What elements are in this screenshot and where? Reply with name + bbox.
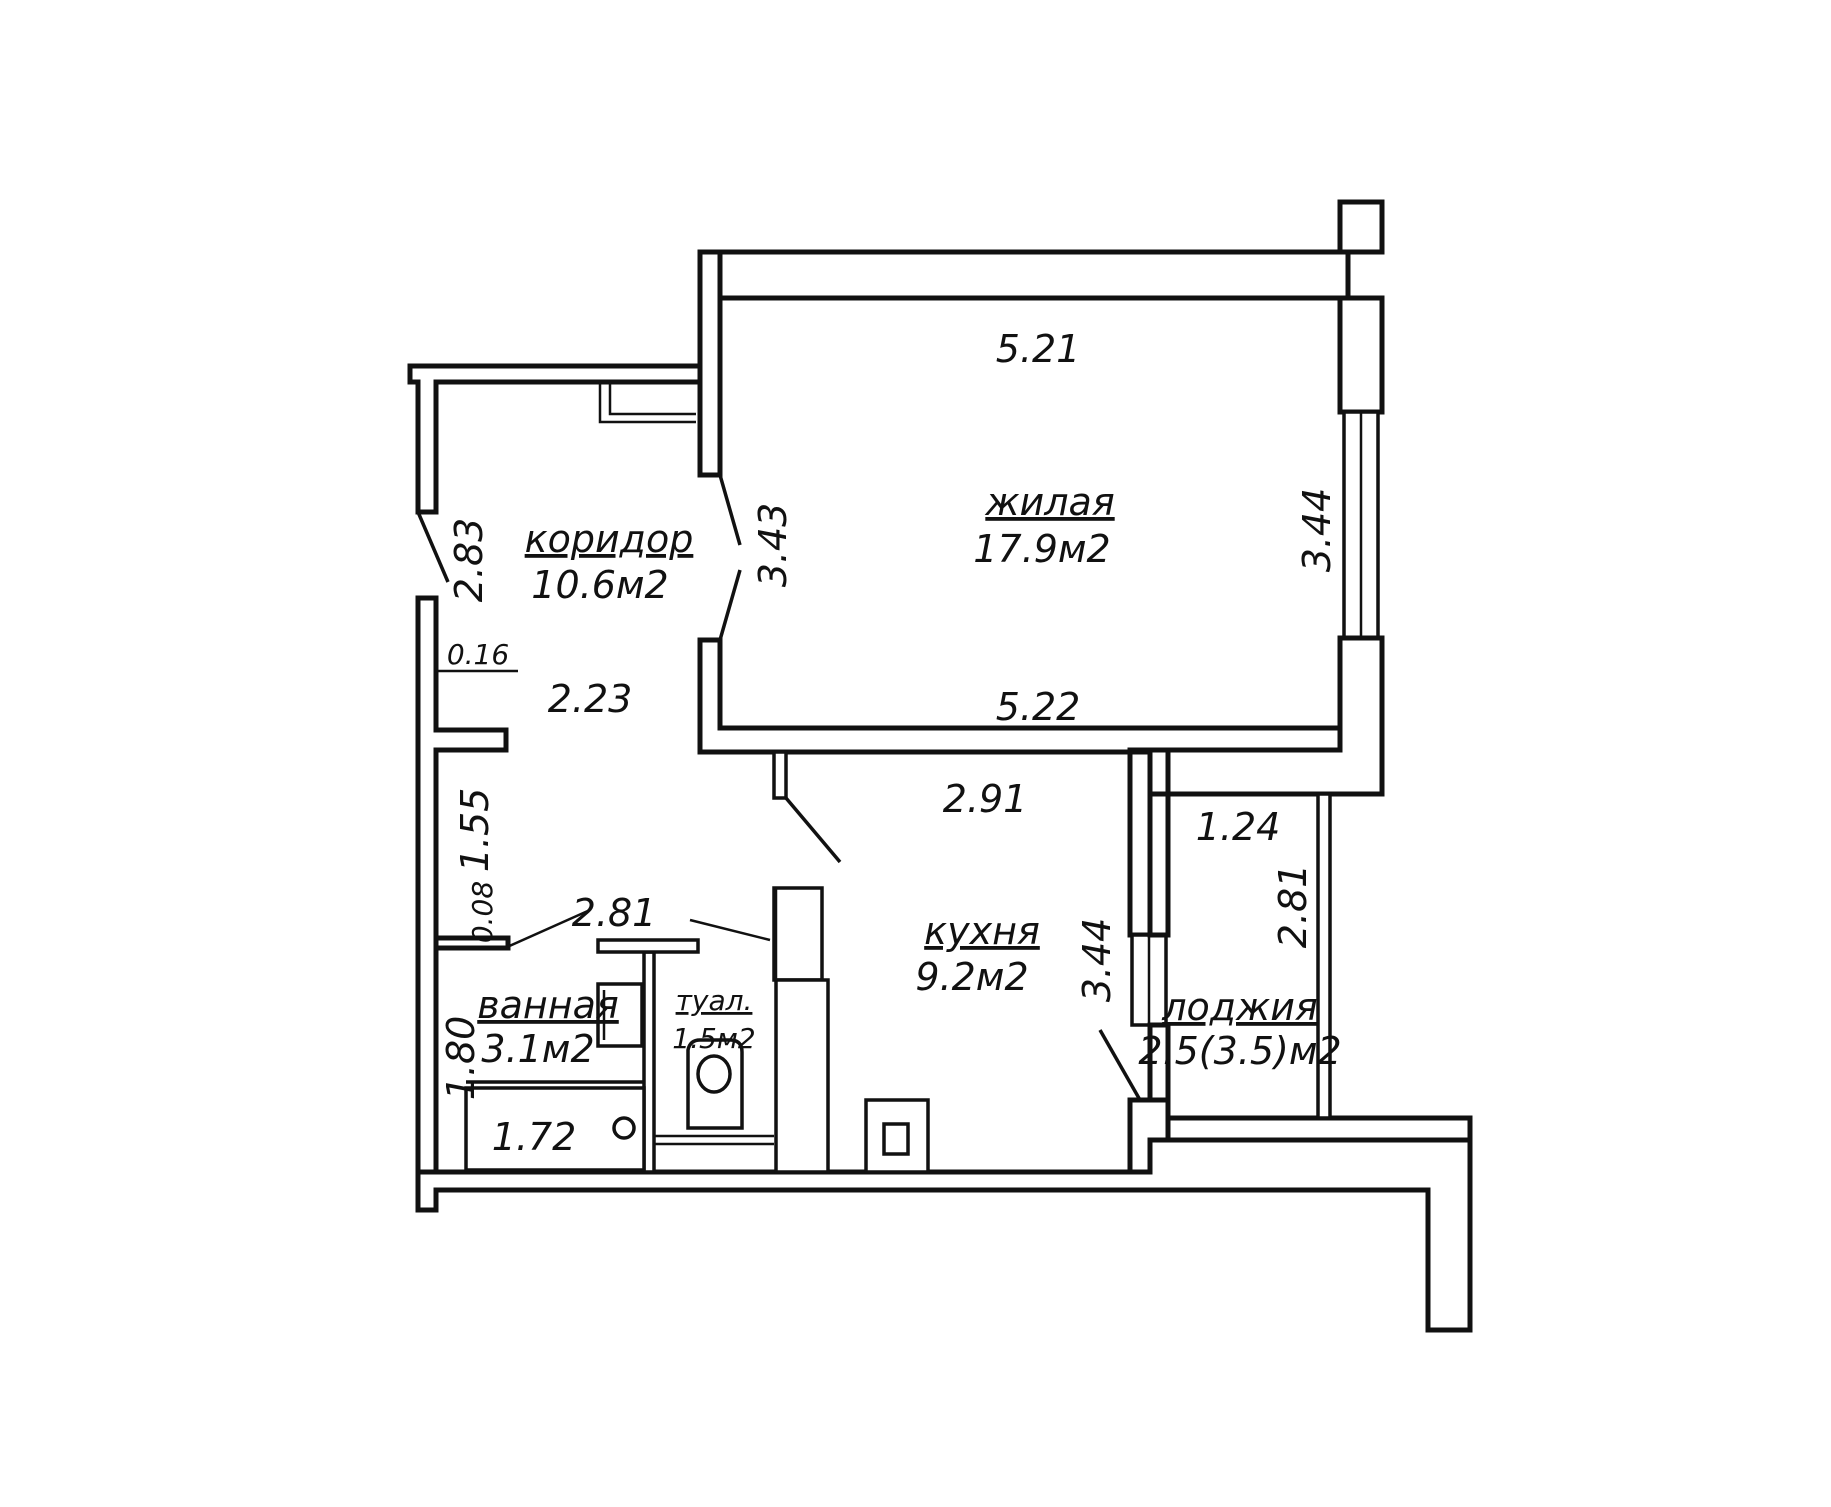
dim-corridor-width: 2.23 (548, 677, 633, 721)
loggia-railing (1316, 792, 1332, 1120)
loggia-left-wall (1147, 791, 1171, 938)
leader-0-08 (504, 908, 591, 950)
living-right-wall-lower (1165, 635, 1385, 797)
living-right-wall-upper (1337, 295, 1385, 415)
corridor-niche (598, 382, 696, 424)
partition-head (596, 938, 700, 954)
bathroom-area: 3.1м2 (481, 1027, 594, 1071)
dim-loggia-right: 2.81 (1271, 864, 1315, 949)
toilet-area: 1.5м2 (672, 1022, 755, 1055)
bottom-outer-wall (415, 1137, 1473, 1333)
dim-kitchen-right: 3.44 (1075, 918, 1119, 1003)
dim-bath-tub: 1.72 (492, 1115, 577, 1159)
loggia-area: 2.5(3.5)м2 (1138, 1029, 1341, 1073)
room-labels: жилая 17.9м2 коридор 10.6м2 кухня 9.2м2 … (477, 480, 1341, 1073)
dim-corridor-wall: 0.16 (447, 638, 509, 671)
dim-living-bottom: 5.22 (996, 685, 1081, 729)
partition-upper (697, 249, 723, 478)
dim-living-left: 3.43 (751, 503, 795, 588)
bathtub-drain-icon (612, 1116, 636, 1140)
dim-kitchen-top: 2.91 (943, 777, 1028, 821)
loggia-door-swing (1098, 1029, 1142, 1101)
bathroom-name: ванная (477, 983, 619, 1027)
living-door-swing-b (718, 569, 742, 641)
walls (407, 199, 1473, 1333)
corridor-door-swing (416, 511, 450, 583)
living-room-name: жилая (984, 480, 1114, 524)
kitchen-area: 9.2м2 (915, 955, 1028, 999)
loggia-bottom-wall (1165, 1115, 1473, 1143)
dim-living-top: 5.21 (996, 327, 1081, 371)
corridor-area: 10.6м2 (531, 563, 668, 607)
dimension-labels: 5.21 5.22 3.44 3.43 2.83 0.16 2.23 1.55 … (439, 327, 1339, 1159)
loggia-name: лоджия (1161, 985, 1318, 1029)
corridor-name: коридор (525, 517, 694, 561)
dim-corridor-lower-left: 1.55 (453, 788, 497, 873)
dim-corridor-bottom: 2.81 (572, 891, 657, 935)
leader-2-81 (689, 918, 771, 942)
dim-corridor-small: 0.08 (466, 881, 499, 943)
living-bottom-wall (697, 637, 1343, 755)
riser-shaft-upper (772, 886, 824, 982)
lines (416, 382, 1142, 1174)
kitchen-right-wall (1127, 749, 1153, 938)
dim-loggia-top: 1.24 (1196, 805, 1281, 849)
riser-shaft-lower (774, 978, 830, 1174)
toilet-name: туал. (676, 984, 753, 1017)
living-door-swing (718, 474, 742, 546)
dim-bath-left: 1.80 (439, 1016, 483, 1101)
fixtures (464, 886, 930, 1174)
dim-corridor-left: 2.83 (447, 518, 491, 603)
kitchen-name: кухня (924, 909, 1040, 953)
loggia-left-lower (1147, 1022, 1171, 1103)
living-top-wall (705, 199, 1385, 301)
living-room-area: 17.9м2 (973, 527, 1110, 571)
kitchen-door-swing (784, 796, 842, 864)
corridor-top-wall (407, 363, 703, 515)
dim-living-right: 3.44 (1295, 488, 1339, 573)
bath-sink (596, 982, 644, 1048)
kitchen-door-jamb (772, 750, 788, 800)
